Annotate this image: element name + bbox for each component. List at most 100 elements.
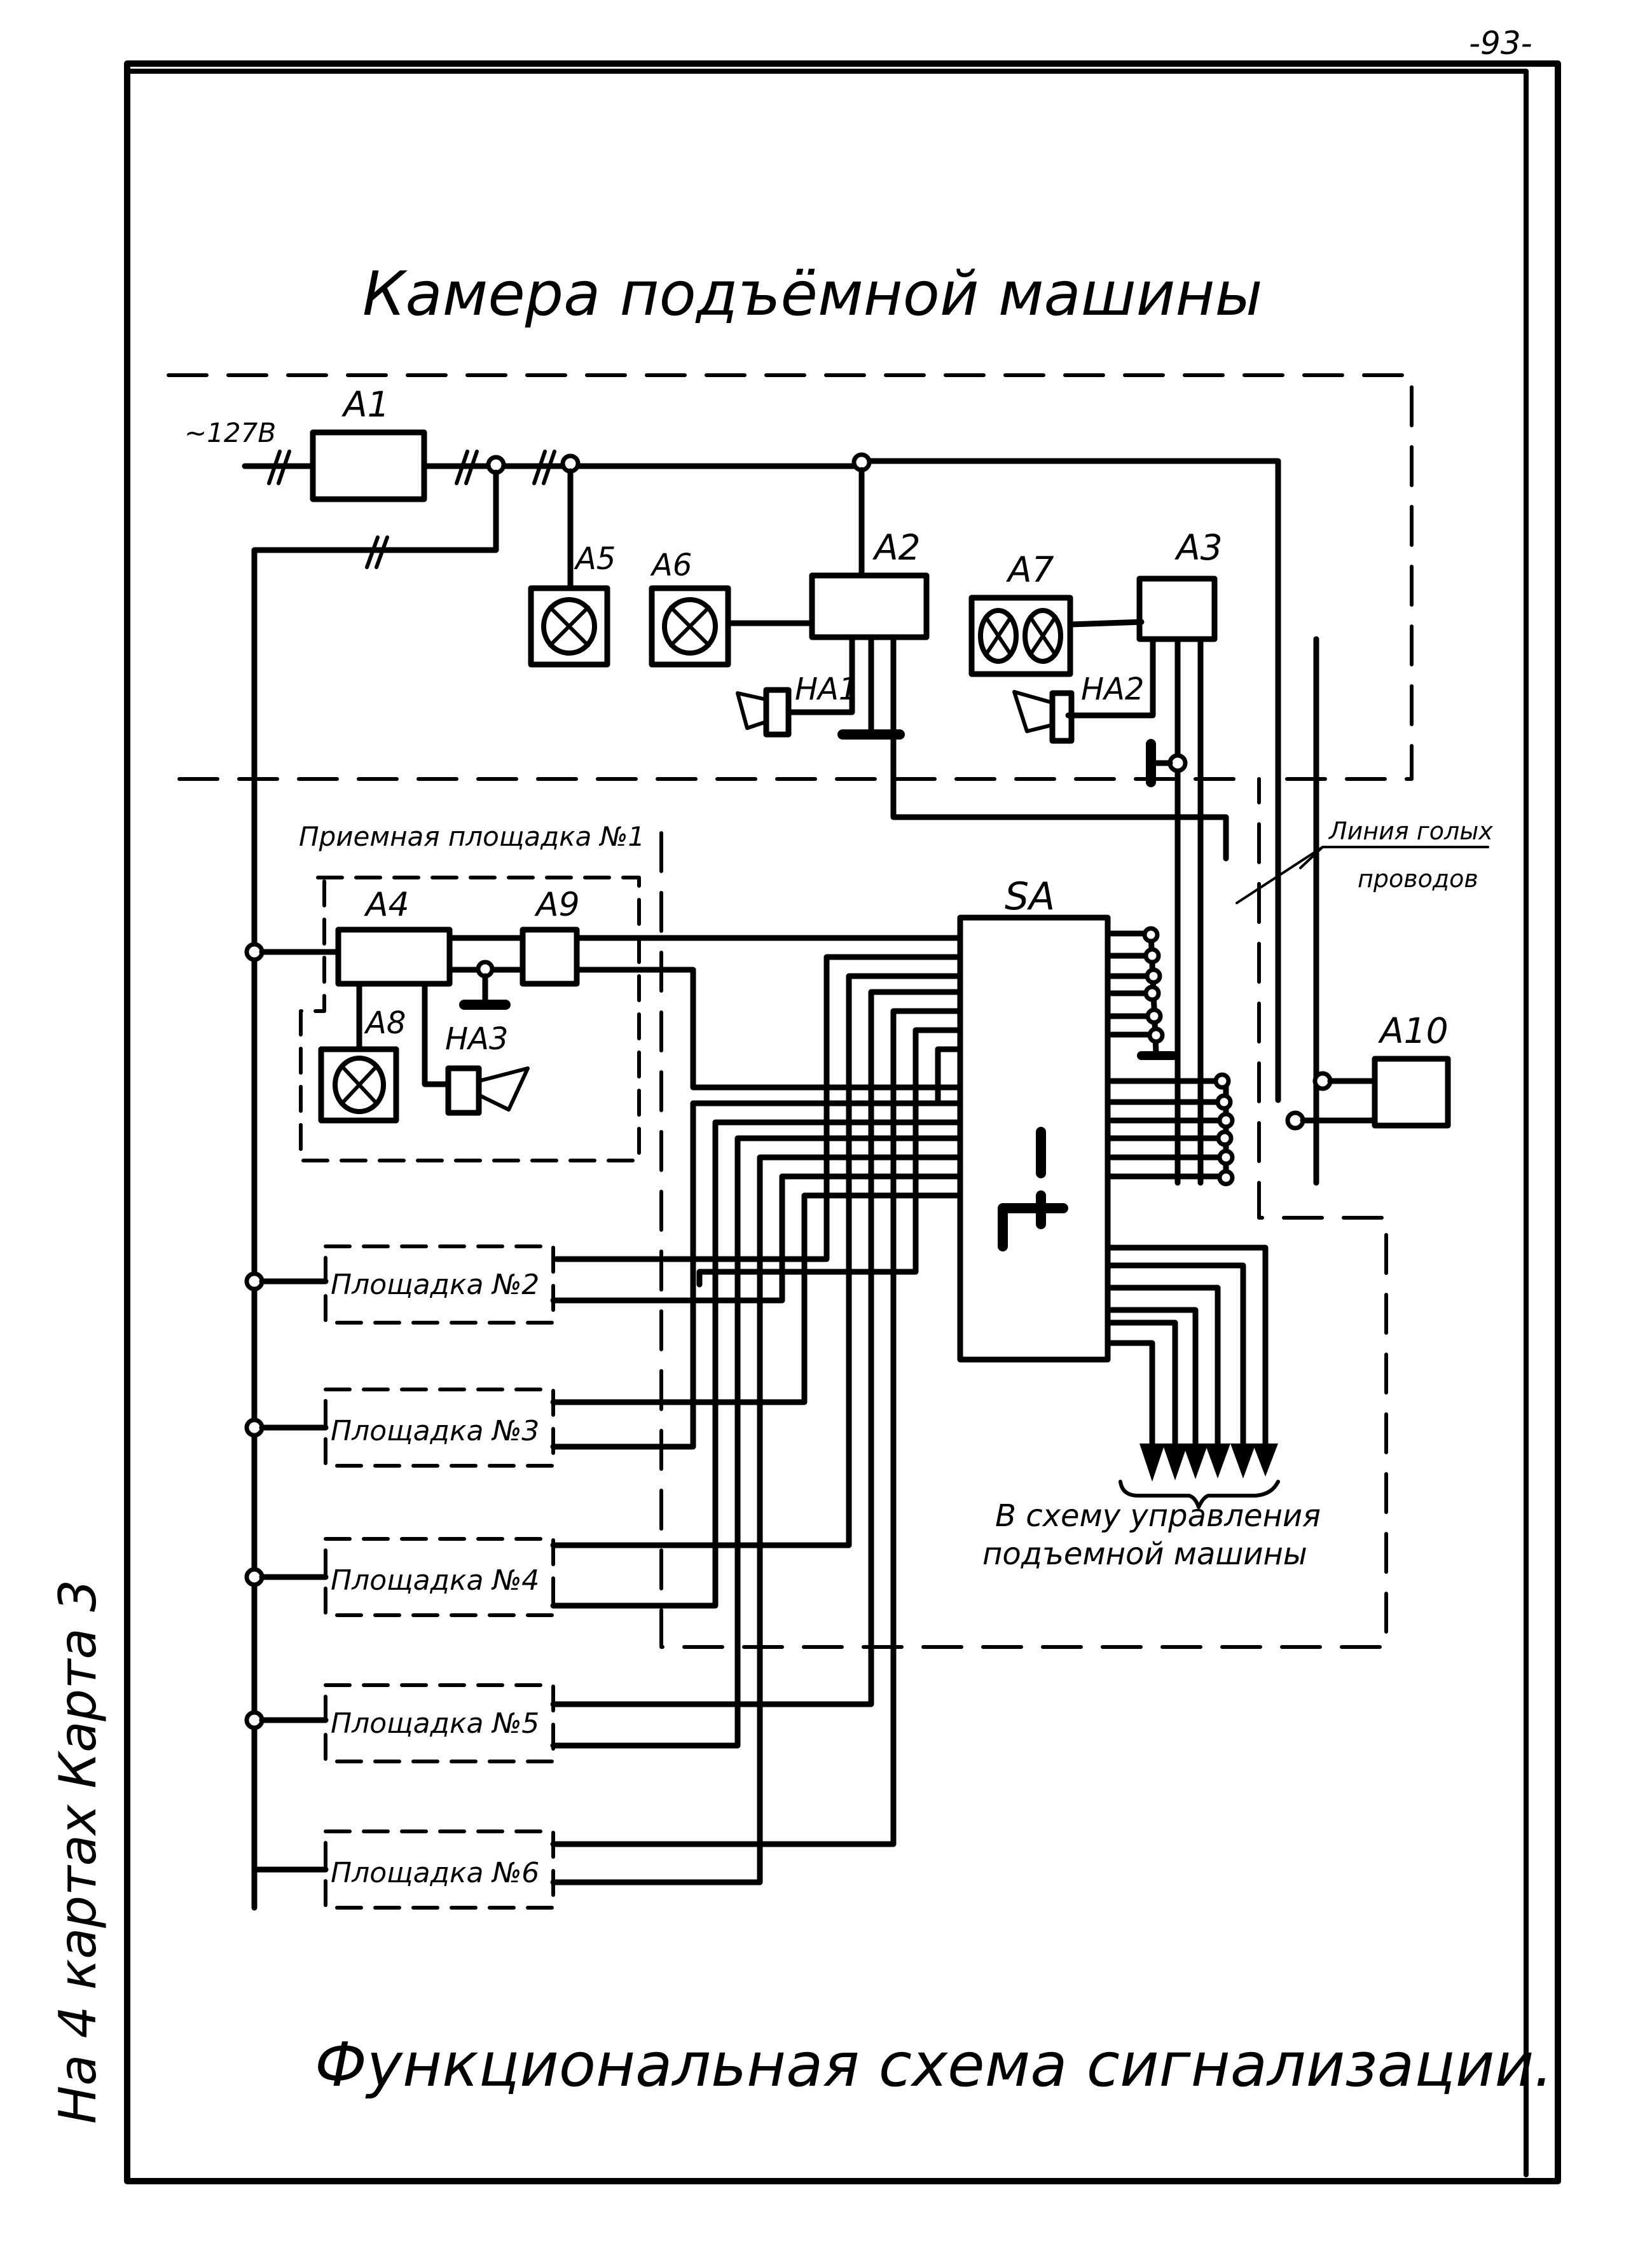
- A1-label: A1: [341, 384, 390, 425]
- wire: [890, 634, 1229, 862]
- wire: [550, 973, 960, 1548]
- lamp-icon: [662, 597, 718, 656]
- platform-3-label: Площадка №3: [331, 1415, 539, 1447]
- lamp-cross: [669, 605, 711, 647]
- lamp-icon: [978, 608, 1019, 664]
- output-wire: [1105, 1307, 1199, 1453]
- inner-frame: [125, 69, 1529, 2177]
- A3-block: [1136, 575, 1218, 642]
- outer-frame: [124, 60, 1561, 2184]
- wire: [550, 1154, 960, 1885]
- platform-4-box: [324, 1537, 555, 1617]
- wire: [553, 954, 960, 1262]
- page-number: -93-: [1469, 25, 1532, 62]
- wire: [550, 1135, 960, 1749]
- sa-left-wiring: [550, 954, 960, 1885]
- platform-6-box: [324, 1829, 555, 1910]
- switch-handle-icon: [998, 1127, 1068, 1251]
- lamp-cross: [548, 605, 590, 647]
- output-wire: [1105, 1319, 1178, 1453]
- wire: [1067, 619, 1145, 628]
- platform-3-box: [324, 1388, 555, 1468]
- machine-room-boundary: [167, 373, 1414, 781]
- A2-label: A2: [872, 527, 921, 568]
- A3-label: A3: [1174, 527, 1223, 568]
- A5-lamp-box: [528, 585, 610, 668]
- sa-right-ground-ladder: [1105, 926, 1178, 1060]
- output-wire: [1105, 1262, 1246, 1453]
- platform-4-label: Площадка №4: [331, 1564, 539, 1597]
- HA3-label: HA3: [445, 1021, 508, 1057]
- A5-label: A5: [574, 541, 616, 577]
- title-bottom: Функциональная схема сигнализации.: [315, 2030, 1553, 2100]
- control-output-label-1: В схему управления: [995, 1498, 1321, 1534]
- platforms: [244, 1244, 555, 1910]
- A10-label: A10: [1378, 1010, 1449, 1051]
- wire: [1105, 1078, 1229, 1186]
- arrow-icon: [1139, 1443, 1278, 1482]
- wire: [422, 981, 451, 1087]
- horn-icon: [736, 691, 768, 730]
- A8-label: A8: [364, 1005, 406, 1041]
- receiving-platform-boundary: [299, 876, 641, 1162]
- HA2-label: HA2: [1081, 672, 1144, 707]
- title-top: Камера подъёмной машины: [362, 259, 1263, 329]
- output-wire: [1105, 1285, 1221, 1453]
- A9-block: [520, 927, 580, 987]
- shaft-boundary: [659, 777, 1388, 1649]
- bare-wire-label-1: Линия голых: [1328, 817, 1493, 845]
- wire: [550, 1100, 960, 1450]
- output-wire: [1105, 1244, 1269, 1453]
- A2-block: [809, 572, 930, 640]
- lamp-icon: [541, 597, 597, 656]
- horn-icon: [1012, 690, 1054, 733]
- lamp-icon: [333, 1056, 386, 1114]
- wire: [935, 1046, 960, 1103]
- bare-wire-label-2: проводов: [1358, 865, 1478, 893]
- A4-block: [335, 927, 453, 987]
- supply-voltage-label: ~127В: [184, 417, 276, 448]
- wire: [550, 1173, 960, 1304]
- A9-label: A9: [534, 886, 580, 924]
- sa-right-bare-wire-contacts: [1105, 1072, 1235, 1187]
- wire: [1105, 930, 1159, 1056]
- wire: [696, 1027, 960, 1288]
- wire: [1065, 636, 1156, 719]
- lamp-cross: [984, 615, 1013, 657]
- horn-icon: [477, 1066, 530, 1112]
- A7-lamp-box: [968, 595, 1073, 677]
- feeder-to-platforms: [251, 469, 499, 1911]
- control-output-label-2: подъемной машины: [982, 1536, 1307, 1572]
- platform-5-label: Площадка №5: [331, 1707, 539, 1740]
- two-wire-mark: [365, 535, 389, 569]
- A6-lamp-box: [649, 585, 731, 668]
- main-bus: [421, 458, 1281, 575]
- platform-2-box: [324, 1244, 555, 1325]
- HA3-body: [445, 1065, 482, 1116]
- wire: [550, 1008, 960, 1847]
- two-wire-marks: [455, 450, 556, 485]
- wire: [550, 1192, 960, 1405]
- two-wire-mark: [267, 450, 291, 485]
- side-note: На 4 картах Карта 3: [48, 1580, 107, 2124]
- wire: [550, 989, 960, 1707]
- A7-label: A7: [1006, 549, 1054, 590]
- wire: [550, 1119, 960, 1609]
- platform-2-label: Площадка №2: [331, 1269, 539, 1301]
- sa-control-outputs: [1105, 1244, 1280, 1509]
- wire: [785, 634, 855, 715]
- A6-label: A6: [650, 548, 692, 583]
- HA1-label: HA1: [795, 672, 858, 707]
- platform-6-label: Площадка №6: [331, 1857, 539, 1889]
- A8-lamp-box: [318, 1046, 399, 1124]
- lamp-icon: [1022, 608, 1063, 664]
- SA-block: [957, 914, 1111, 1363]
- output-wire: [1105, 1340, 1155, 1453]
- SA-label: SA: [1005, 874, 1055, 919]
- wire: [574, 967, 960, 1091]
- HA1-body: [763, 687, 792, 738]
- lamp-cross: [340, 1064, 379, 1106]
- lamp-cross: [1028, 615, 1057, 657]
- platform-5-box: [324, 1683, 555, 1763]
